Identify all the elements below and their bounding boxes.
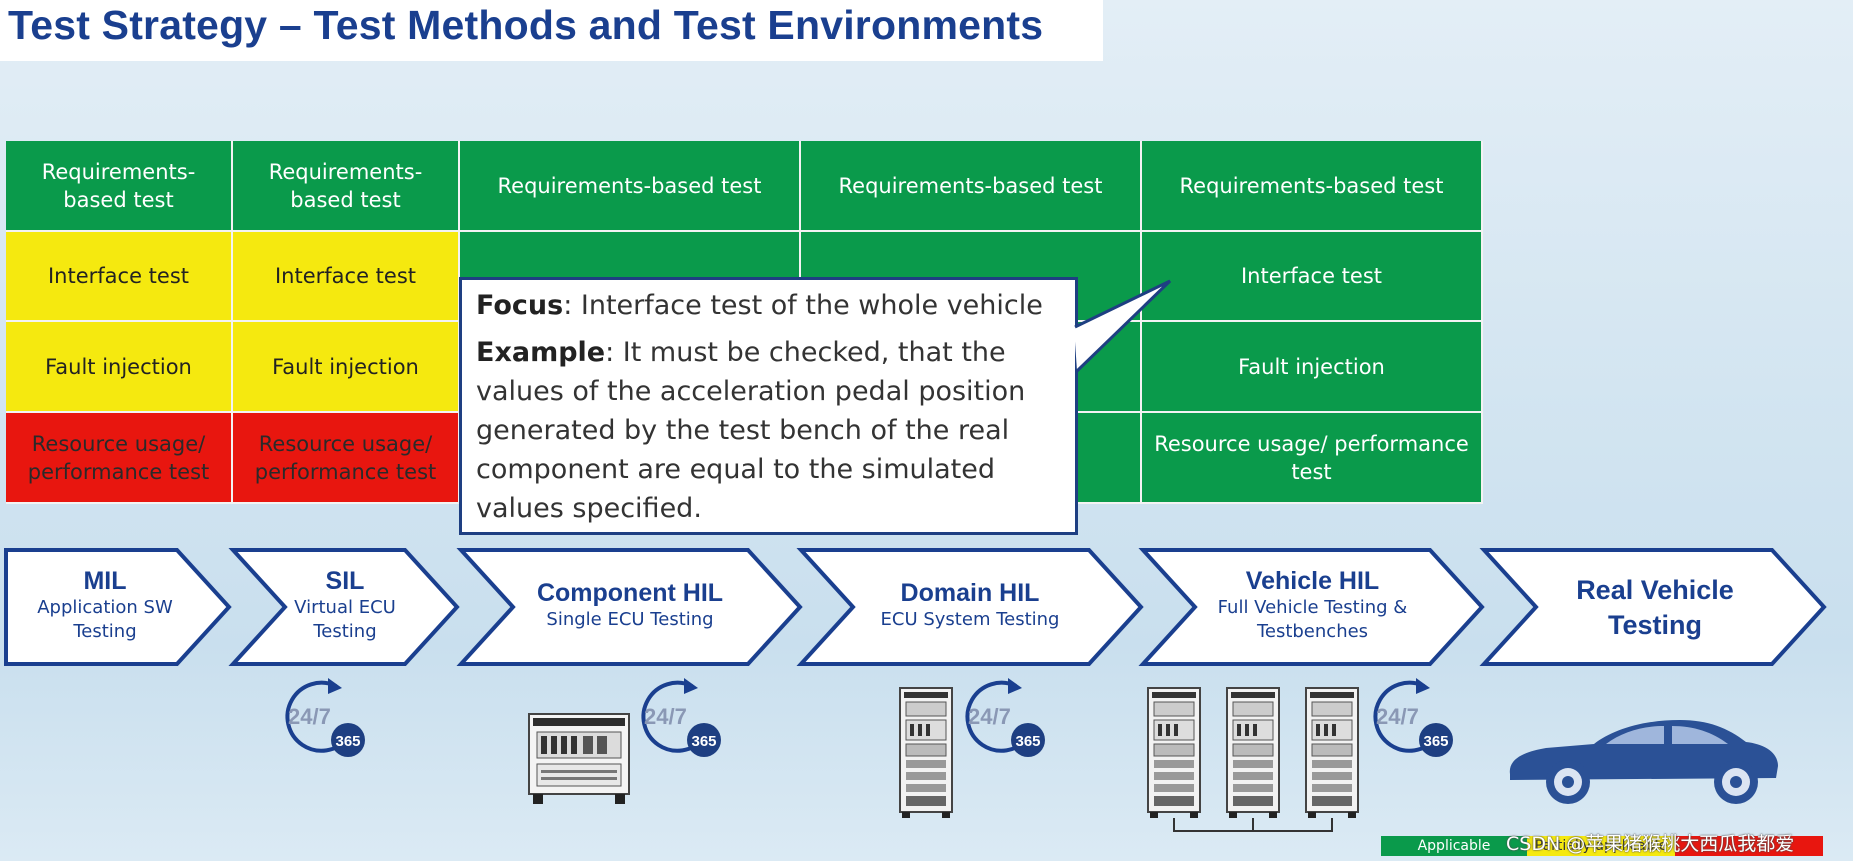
matrix-cell-r0-vehicle-hil: Requirements-based test xyxy=(1142,141,1483,232)
svg-text:365: 365 xyxy=(1015,733,1040,750)
title-band: Test Strategy – Test Methods and Test En… xyxy=(0,0,1103,61)
svg-text:24/7: 24/7 xyxy=(1376,704,1419,729)
phase-chevron-real-vehicle xyxy=(1479,548,1827,666)
matrix-cell-r1-mil: Interface test xyxy=(6,232,233,322)
phase-mil-subtitle: Application SW Testing xyxy=(37,597,173,642)
matrix-cell-r2-sil: Fault injection xyxy=(233,322,460,413)
callout-focus-text: : Interface test of the whole vehicle xyxy=(563,290,1043,321)
phase-real-vehicle: Real Vehicle Testing xyxy=(1560,573,1750,643)
car-icon xyxy=(1502,712,1782,817)
svg-text:24/7: 24/7 xyxy=(968,704,1011,729)
domain-hil-cabinet-icon xyxy=(898,686,954,825)
svg-text:24/7: 24/7 xyxy=(644,704,687,729)
vehicle-hil-cabinets-icon xyxy=(1146,686,1364,841)
watermark: CSDN @苹果猪猴桃大西瓜我都爱 xyxy=(1506,833,1795,855)
matrix-cell-r0-sil: Requirements-based test xyxy=(233,141,460,232)
phase-component-hil-subtitle: Single ECU Testing xyxy=(546,609,714,630)
svg-text:365: 365 xyxy=(335,733,360,750)
matrix-cell-r0-mil: Requirements-based test xyxy=(6,141,233,232)
svg-text:365: 365 xyxy=(691,733,716,750)
callout-focus-label: Focus xyxy=(476,290,564,321)
legend-partially-applicable: Partially applicable xyxy=(1527,836,1675,856)
callout-focus: Focus: Interface test of the whole vehic… xyxy=(476,286,1061,325)
phase-vehicle-hil: Vehicle HIL Full Vehicle Testing & Testb… xyxy=(1200,566,1425,644)
callout-example-text: : It must be checked, that the values of… xyxy=(476,337,1026,524)
component-hil-rack-icon xyxy=(527,712,631,813)
phase-sil-subtitle: Virtual ECU Testing xyxy=(294,597,396,642)
callout-pointer xyxy=(1074,279,1172,373)
phase-domain-hil-subtitle: ECU System Testing xyxy=(880,609,1060,630)
matrix-cell-r3-vehicle-hil: Resource usage/ performance test xyxy=(1142,413,1483,504)
phase-chevron-component-hil xyxy=(456,548,803,666)
phase-component-hil-title: Component HIL xyxy=(536,579,724,607)
matrix-cell-r2-mil: Fault injection xyxy=(6,322,233,413)
cycle-24-7-icon: 24/7 365 xyxy=(632,672,728,769)
phase-vehicle-hil-subtitle: Full Vehicle Testing & Testbenches xyxy=(1217,597,1408,642)
phase-vehicle-hil-title: Vehicle HIL xyxy=(1245,567,1380,595)
legend-not-applicable xyxy=(1675,836,1823,856)
phase-domain-hil-title: Domain HIL xyxy=(900,579,1040,607)
cycle-24-7-icon: 24/7 365 xyxy=(956,672,1052,769)
phase-domain-hil: Domain HIL ECU System Testing xyxy=(850,578,1090,632)
matrix-cell-r0-component-hil: Requirements-based test xyxy=(460,141,801,232)
phase-chevron-domain-hil xyxy=(796,548,1144,666)
matrix-cell-r3-sil: Resource usage/ performance test xyxy=(233,413,460,504)
phase-chevron-vehicle-hil xyxy=(1138,548,1485,666)
phase-chevron-row xyxy=(4,548,1827,666)
focus-example-callout: Focus: Interface test of the whole vehic… xyxy=(459,277,1078,535)
phase-sil: SIL Virtual ECU Testing xyxy=(268,566,422,644)
svg-text:24/7: 24/7 xyxy=(288,704,331,729)
matrix-cell-r2-vehicle-hil: Fault injection xyxy=(1142,322,1483,413)
legend-applicable: Applicable xyxy=(1381,836,1527,856)
phase-component-hil: Component HIL Single ECU Testing xyxy=(510,578,750,632)
cycle-24-7-icon: 24/7 365 xyxy=(1364,672,1460,769)
page-title: Test Strategy – Test Methods and Test En… xyxy=(8,2,1044,48)
svg-text:365: 365 xyxy=(1423,733,1448,750)
matrix-cell-r0-domain-hil: Requirements-based test xyxy=(801,141,1142,232)
phase-mil-title: MIL xyxy=(83,567,127,595)
matrix-cell-r3-mil: Resource usage/ performance test xyxy=(6,413,233,504)
phase-sil-title: SIL xyxy=(325,567,365,595)
callout-example: Example: It must be checked, that the va… xyxy=(476,333,1061,528)
phase-real-vehicle-title: Real Vehicle Testing xyxy=(1576,575,1734,640)
cycle-24-7-icon: 24/7 365 xyxy=(276,672,372,769)
matrix-cell-r1-sil: Interface test xyxy=(233,232,460,322)
phase-mil: MIL Application SW Testing xyxy=(20,566,190,644)
matrix-cell-r1-vehicle-hil: Interface test xyxy=(1142,232,1483,322)
callout-example-label: Example xyxy=(476,337,606,368)
phase-chevron-mil xyxy=(4,548,232,666)
phase-chevron-sil xyxy=(228,548,460,666)
